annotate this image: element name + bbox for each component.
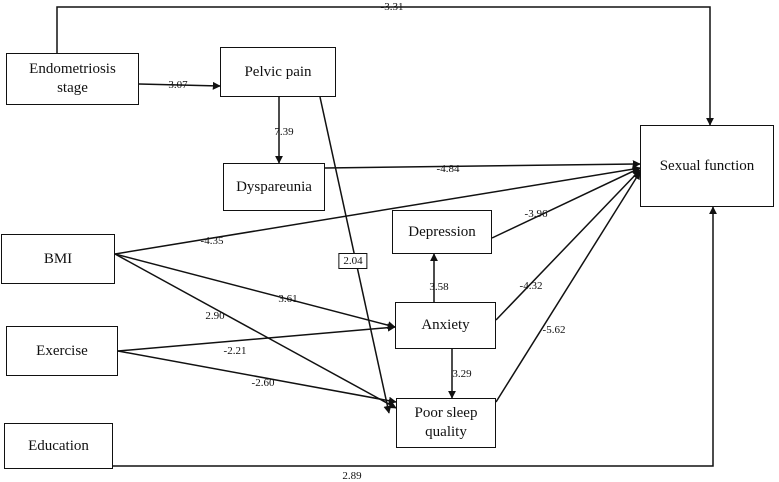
- coef-anxiety-depression: 3.58: [429, 281, 449, 293]
- arrow-sleep-sexual: [495, 171, 641, 403]
- coef-endometriosis-sexual: -3.31: [380, 1, 404, 13]
- node-sexual-function: Sexual function: [640, 125, 774, 207]
- coef-bmi-anxiety: 3.61: [278, 293, 298, 305]
- coef-anxiety-sexual: -4.32: [519, 280, 543, 292]
- arrow-endometriosis-sexual: [56, 6, 714, 126]
- arrow-bmi-sleep: [114, 253, 397, 409]
- node-pelvic-pain: Pelvic pain: [220, 47, 336, 97]
- coef-pelvic-dyspareunia: 7.39: [274, 126, 294, 138]
- coef-education-sexual: 2.89: [342, 470, 362, 482]
- coef-sleep-sexual: -5.62: [542, 324, 566, 336]
- arrow-bmi-anxiety: [114, 253, 396, 330]
- node-endometriosis-stage: Endometriosis stage: [6, 53, 139, 105]
- node-exercise: Exercise: [6, 326, 118, 376]
- arrow-education-sexual: [113, 206, 717, 467]
- arrow-bmi-sexual: [114, 165, 641, 255]
- node-education: Education: [4, 423, 113, 469]
- arrow-endometriosis-pelvic: [138, 81, 221, 90]
- arrow-exercise-anxiety: [117, 323, 396, 352]
- arrow-anxiety-sexual: [495, 169, 641, 321]
- coef-endometriosis-pelvic: 3.07: [168, 79, 188, 91]
- coef-bmi-sleep: 2.90: [205, 310, 225, 322]
- node-anxiety: Anxiety: [395, 302, 496, 349]
- coef-dyspareunia-sexual: -4.84: [436, 163, 460, 175]
- coef-depression-sexual: -3.96: [524, 208, 548, 220]
- arrow-depression-sexual: [491, 167, 641, 239]
- coef-pelvic-sleep: 2.04: [338, 253, 368, 269]
- coef-anxiety-sleep: 3.29: [452, 368, 472, 380]
- arrow-exercise-sleep: [117, 350, 397, 405]
- node-depression: Depression: [392, 210, 492, 254]
- coef-exercise-sleep: -2.60: [251, 377, 275, 389]
- coef-exercise-anxiety: -2.21: [223, 345, 247, 357]
- node-dyspareunia: Dyspareunia: [223, 163, 325, 211]
- arrow-dyspareunia-sexual: [324, 160, 641, 169]
- coef-bmi-sexual: -4.35: [200, 235, 224, 247]
- node-bmi: BMI: [1, 234, 115, 284]
- node-poor-sleep-quality: Poor sleep quality: [396, 398, 496, 448]
